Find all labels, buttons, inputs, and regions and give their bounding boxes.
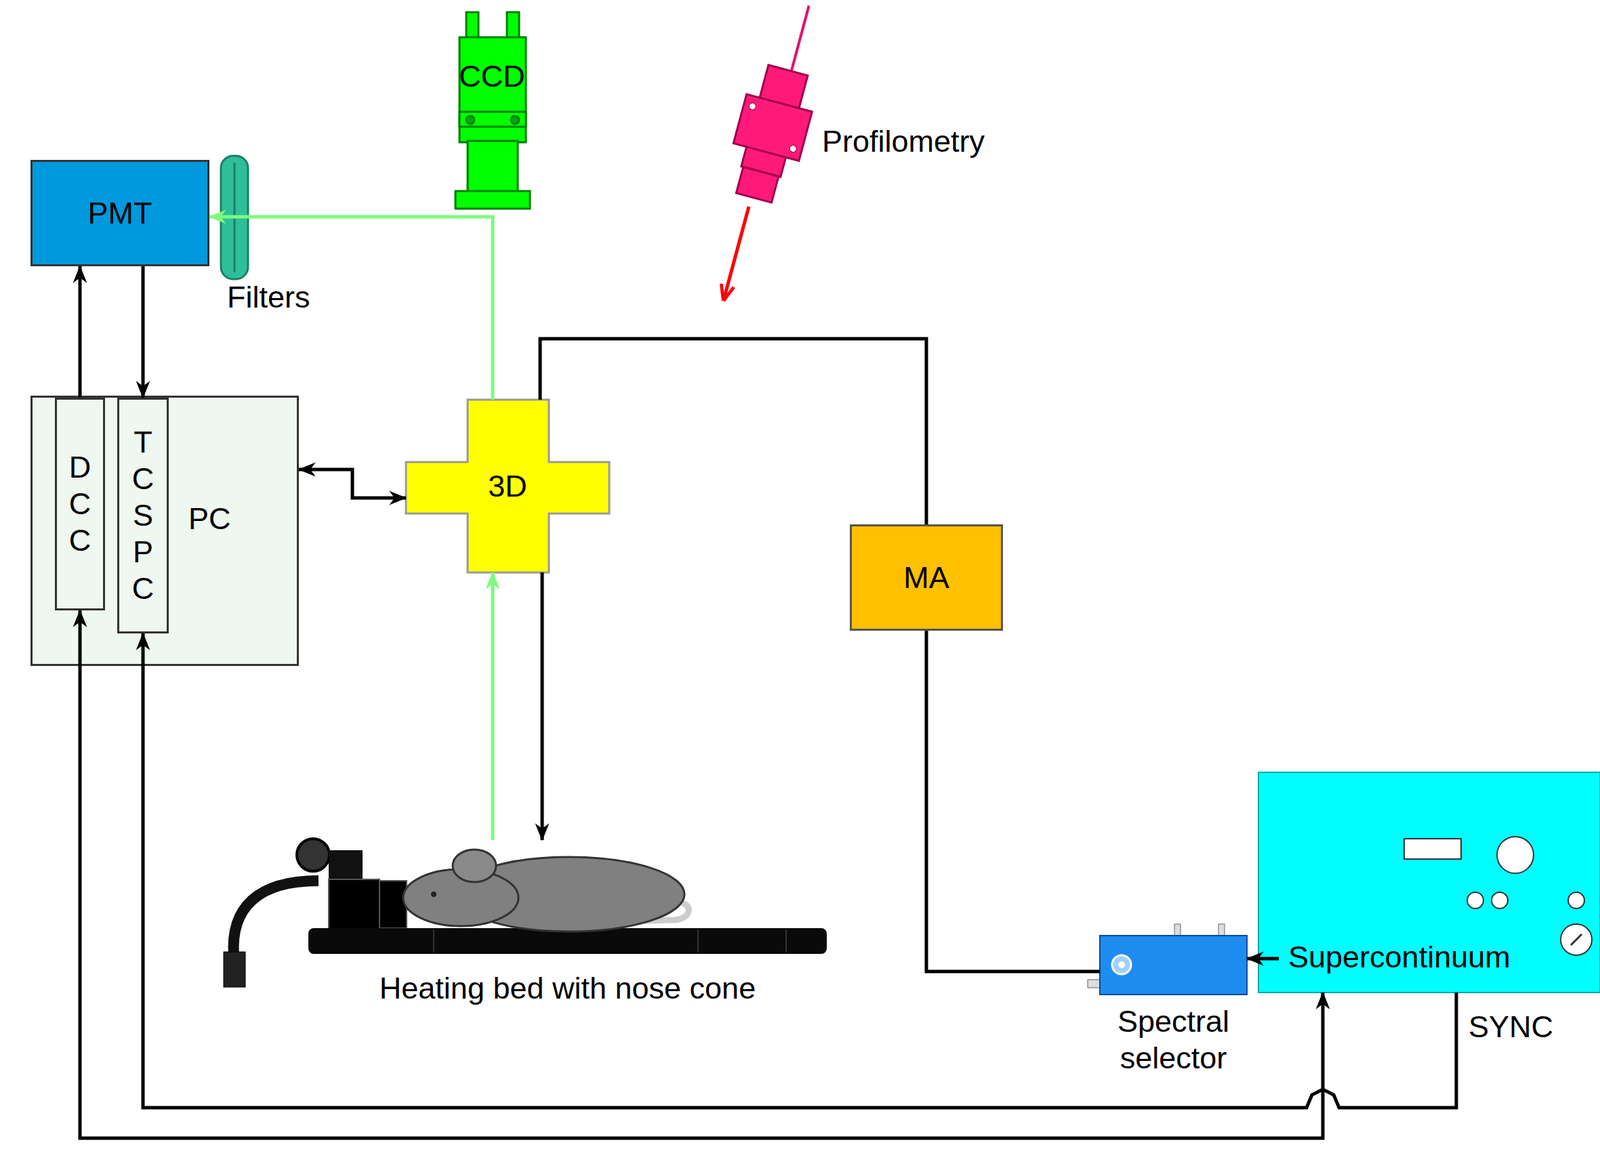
camera-screw <box>510 115 520 125</box>
source-body <box>1258 772 1600 993</box>
card-box: TCSPC <box>117 397 169 634</box>
filter-disc <box>220 155 249 280</box>
node-label: PC <box>188 500 270 538</box>
node-label: 3D <box>487 468 528 505</box>
camera-post <box>506 12 520 40</box>
button <box>1467 892 1484 909</box>
profilometry-sensor <box>721 0 839 207</box>
sensor-screw <box>748 102 757 111</box>
node-label: Heating bed with nose cone <box>308 970 827 1008</box>
display <box>1404 838 1462 860</box>
gas-tube <box>233 880 319 956</box>
key-switch <box>1560 924 1592 956</box>
tube-joint <box>296 838 330 872</box>
connector <box>79 610 1323 1139</box>
connector <box>540 572 545 841</box>
button <box>1568 892 1585 909</box>
sensor-screw <box>788 144 797 153</box>
tube-fitting <box>223 952 246 988</box>
node-label: Supercontinuum <box>1288 939 1511 976</box>
node-label: CCD <box>458 58 526 95</box>
nose-cone <box>379 880 407 929</box>
selector-port <box>1112 955 1132 975</box>
sensor-head <box>735 166 779 203</box>
nose-cone <box>328 879 380 931</box>
node-label: PMT <box>88 195 153 232</box>
connector <box>926 630 1100 972</box>
part-label: Filters <box>227 279 311 316</box>
camera-screw <box>466 115 475 125</box>
supercontinuum-source <box>1258 772 1600 993</box>
node-label: DCC <box>65 449 96 560</box>
fiber-port <box>1087 979 1101 989</box>
selector-node: Spectral selector <box>1099 935 1247 1072</box>
mouse <box>403 849 689 932</box>
connector <box>141 266 146 398</box>
bed-seam <box>697 929 699 953</box>
card-box: DCC <box>54 397 106 611</box>
selector-port <box>1118 961 1125 969</box>
connector <box>209 216 493 400</box>
mouse-ear <box>452 849 497 883</box>
node-label: Spectral selector <box>1099 1003 1247 1077</box>
knob <box>1496 836 1534 874</box>
pin <box>1174 924 1181 937</box>
camera-band <box>459 111 526 127</box>
key-slot <box>1570 934 1582 946</box>
connector <box>1246 957 1279 961</box>
connector <box>142 633 1457 1109</box>
signal-label: SYNC <box>1468 1009 1554 1046</box>
sensor-plate <box>733 94 812 161</box>
node-label: TCSPC <box>128 424 159 608</box>
connector <box>298 469 406 499</box>
amplifier-box: MA <box>849 524 1003 631</box>
node-label: Profilometry <box>822 123 985 160</box>
laser-source: Supercontinuum <box>1258 772 1600 993</box>
camera-post <box>466 12 479 40</box>
connector <box>491 572 495 841</box>
camera-neck <box>467 140 518 192</box>
connector <box>78 266 82 398</box>
camera-base <box>455 191 530 209</box>
pin <box>1218 924 1225 937</box>
xyz-stage <box>405 399 610 573</box>
button <box>1491 892 1508 909</box>
ccd-camera <box>455 12 530 209</box>
bed-seam <box>785 929 787 953</box>
bed-seam <box>433 929 435 953</box>
valve <box>328 850 363 881</box>
bed-node: Heating bed with nose cone <box>308 840 827 1017</box>
camera-node: CCD <box>454 40 530 112</box>
spectral-selector-device <box>1087 924 1247 995</box>
node-label: MA <box>903 559 950 597</box>
camera-body <box>459 37 526 143</box>
filter-body <box>220 155 249 280</box>
connector <box>540 338 927 525</box>
sensor-node: Profilometry <box>731 20 1017 204</box>
laser-beam <box>723 206 749 300</box>
mouse-eye <box>431 891 437 898</box>
heating-bed <box>223 838 827 988</box>
computer-box: PC DCC TCSPC <box>30 395 299 667</box>
selector-body <box>1099 935 1247 995</box>
stage-cross: 3D <box>405 399 610 573</box>
detector-box: PMT <box>30 159 210 267</box>
sensor-cable <box>789 5 809 78</box>
filter-edge <box>233 162 236 273</box>
